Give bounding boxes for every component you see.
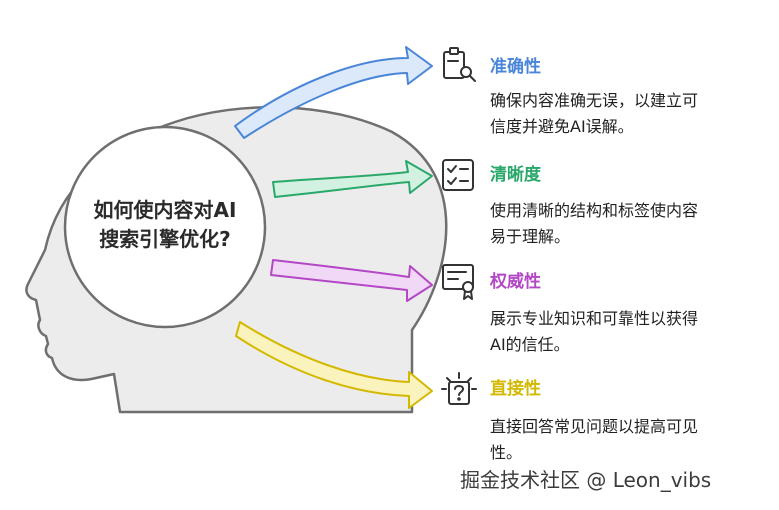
checklist-icon bbox=[442, 159, 474, 191]
arrow-directness bbox=[235, 321, 433, 409]
accuracy-description-line-1: 确保内容准确无误，以建立可 bbox=[490, 91, 699, 110]
authority-description: 展示专业知识和可靠性以获得 AI的信任。 bbox=[490, 306, 698, 358]
arrow-accuracy bbox=[234, 46, 433, 139]
directness-description-line-1: 直接回答常见问题以提高可见 bbox=[490, 417, 699, 436]
central-question-line-1: 如何使内容对AI bbox=[93, 198, 237, 222]
clipboard-search-icon bbox=[443, 47, 476, 82]
arrow-clarity bbox=[272, 160, 433, 198]
brain-circle bbox=[63, 125, 267, 329]
clarity-title: 清晰度 bbox=[490, 165, 541, 185]
authority-description-line-2: AI的信任。 bbox=[490, 335, 570, 354]
accuracy-title: 准确性 bbox=[490, 57, 541, 77]
certificate-icon bbox=[442, 264, 474, 300]
clarity-description-line-2: 易于理解。 bbox=[490, 227, 571, 246]
clarity-description: 使用清晰的结构和标签使内容 易于理解。 bbox=[490, 198, 698, 250]
accuracy-description: 确保内容准确无误，以建立可 信度并避免AI误解。 bbox=[490, 88, 698, 140]
accuracy-description-line-2: 信度并避免AI误解。 bbox=[490, 117, 634, 136]
directness-title: 直接性 bbox=[490, 379, 541, 399]
authority-title: 权威性 bbox=[490, 272, 541, 292]
question-bulb-icon bbox=[441, 372, 477, 405]
central-question-line-2: 搜索引擎优化? bbox=[99, 227, 231, 251]
clarity-description-line-1: 使用清晰的结构和标签使内容 bbox=[490, 201, 699, 220]
central-question: 如何使内容对AI 搜索引擎优化? bbox=[70, 196, 260, 254]
directness-description-line-2: 性。 bbox=[490, 443, 523, 462]
directness-description: 直接回答常见问题以提高可见 性。 bbox=[490, 414, 698, 466]
authority-description-line-1: 展示专业知识和可靠性以获得 bbox=[490, 309, 699, 328]
watermark: 掘金技术社区 @ Leon_vibs bbox=[460, 468, 712, 492]
arrow-authority bbox=[270, 259, 433, 302]
